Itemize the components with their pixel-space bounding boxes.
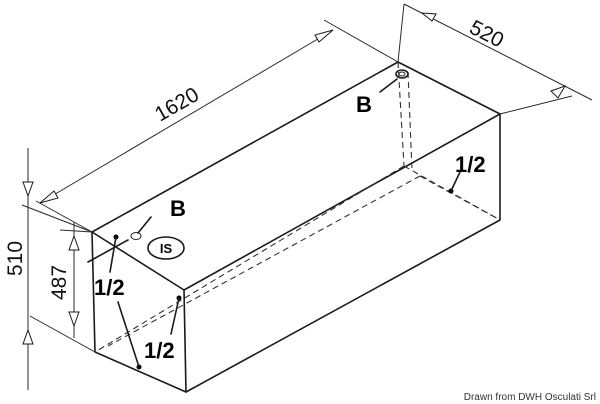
width-label: 520	[466, 16, 508, 52]
callout-half-left: 1/2	[94, 275, 125, 300]
dimension-width: 520	[397, 3, 593, 115]
front-fitting-b	[130, 232, 142, 240]
height-total-label: 510	[4, 241, 27, 276]
length-label: 1620	[151, 83, 203, 126]
top-face	[91, 61, 501, 291]
top-fitting-b-inner	[398, 71, 406, 77]
callout-b-front: B	[170, 196, 186, 221]
dimension-height-total: 510	[4, 148, 93, 390]
dimension-length: 1620	[35, 19, 399, 233]
right-edges	[185, 113, 501, 393]
leader-lines	[109, 78, 461, 368]
is-badge: IS	[147, 236, 185, 260]
fittings	[87, 69, 454, 370]
callout-half-right: 1/2	[455, 152, 486, 177]
height-inner-label: 487	[48, 265, 71, 300]
callout-b-top: B	[356, 92, 372, 117]
top-fitting-b	[395, 69, 409, 79]
front-fitting-b-pipe	[87, 239, 129, 263]
callout-half-bottom: 1/2	[144, 338, 175, 363]
credit-text: Drawn from DWH Osculati Srl	[464, 392, 596, 403]
callout-labels: B B 1/2 1/2 1/2	[94, 92, 486, 363]
dimension-height-inner: 487	[29, 222, 96, 353]
is-badge-label: IS	[160, 241, 173, 256]
